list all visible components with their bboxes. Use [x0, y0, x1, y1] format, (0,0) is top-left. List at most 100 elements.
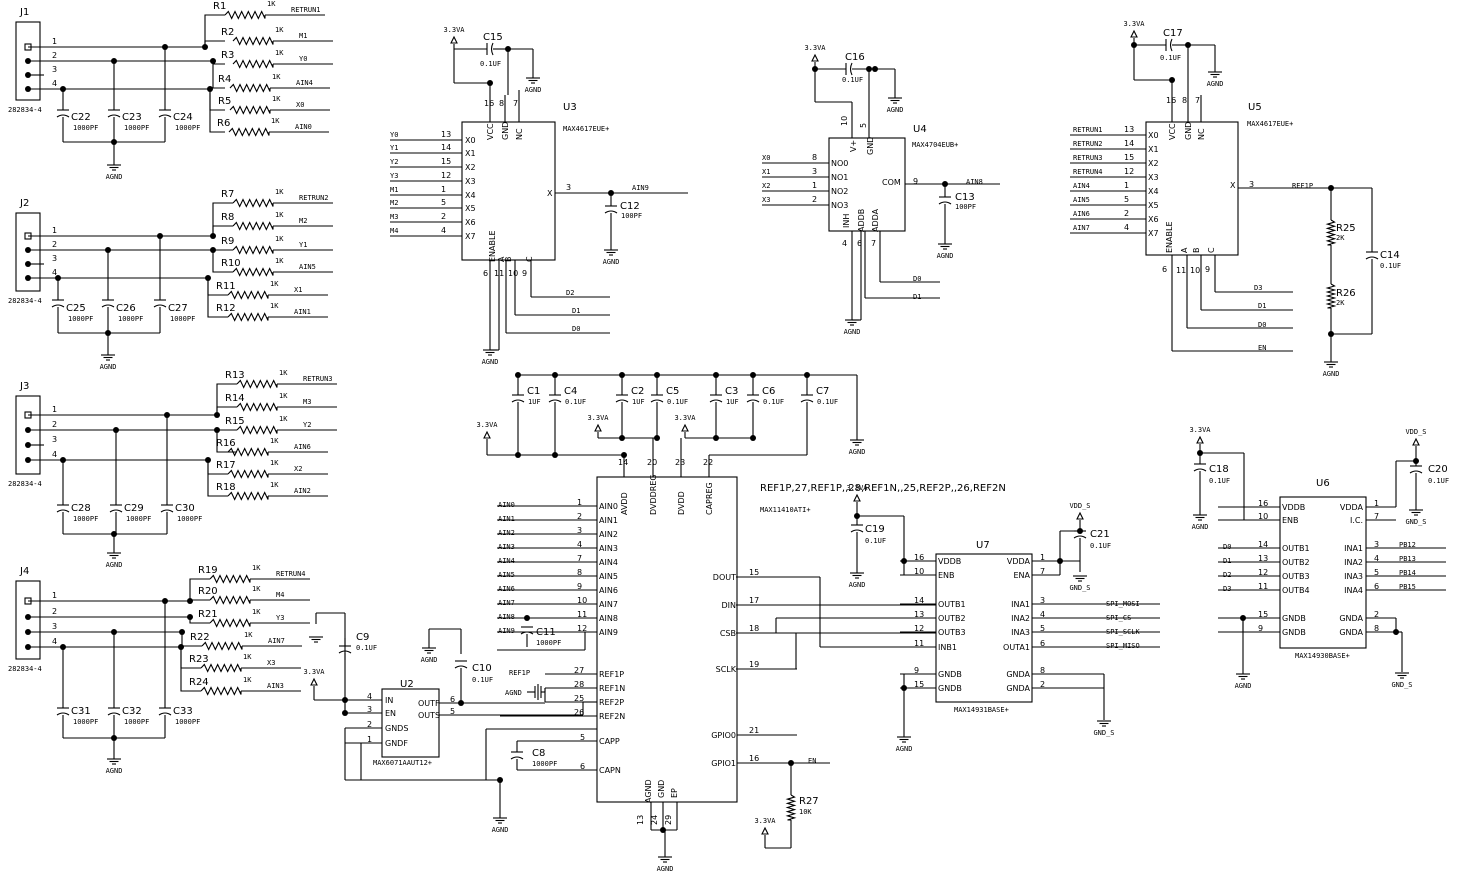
resistor-r12 — [227, 312, 269, 322]
resistor-value: 1K — [244, 631, 253, 639]
net-label: RETRUN3 — [303, 375, 333, 383]
pin-name: CSB — [720, 629, 736, 638]
capacitor-ref: C22 — [71, 112, 91, 123]
connector-pin-number: 1 — [52, 591, 57, 600]
pin-number: 15 — [914, 680, 924, 689]
net-label: Y2 — [390, 158, 398, 166]
pin-name: CAPREG — [705, 482, 714, 515]
pin-name: AIN6 — [599, 586, 618, 595]
junction-dot — [552, 372, 558, 378]
junction-dot — [1169, 77, 1175, 83]
net-label: Y2 — [303, 421, 311, 429]
capacitor-plate — [490, 42, 494, 56]
pin-number: 8 — [577, 568, 582, 577]
pin-name: GNDA — [1006, 670, 1030, 679]
pin-name: REF1N — [599, 684, 625, 693]
power-arrow — [1196, 435, 1204, 444]
pin-number: 2 — [441, 212, 446, 221]
pin-name: OUTB1 — [938, 600, 966, 609]
ground-label: AGND — [887, 106, 904, 114]
resistor-r1 — [224, 10, 266, 20]
ic-ref: U4 — [913, 124, 927, 135]
pin-number: 12 — [441, 171, 451, 180]
pin-name: X1 — [1148, 145, 1159, 154]
capacitor-ref: C15 — [483, 32, 503, 43]
capacitor-plate — [107, 712, 121, 716]
capacitor-ref: C12 — [620, 201, 640, 212]
wire — [216, 383, 237, 415]
resistor-r19 — [209, 574, 251, 584]
capacitor-ref: C19 — [865, 524, 885, 535]
pin-number: 27 — [574, 666, 584, 675]
pin-name: ENB — [938, 571, 955, 580]
resistor-symbol — [1325, 283, 1337, 309]
pin-name: VDDA — [1340, 503, 1364, 512]
pin-number: 23 — [675, 458, 685, 467]
pin-name: X — [1230, 181, 1236, 190]
adc-u1-body — [596, 476, 738, 803]
net-label: PB14 — [1399, 569, 1416, 577]
resistor-r14 — [236, 402, 278, 412]
capacitor-plate — [650, 399, 664, 403]
pin-name: AIN7 — [599, 600, 618, 609]
pin-number: 7 — [513, 99, 518, 108]
junction-dot — [487, 80, 493, 86]
connector-part: 282834-4 — [8, 480, 42, 488]
pin-number: 15 — [749, 568, 759, 577]
net-label: AIN7 — [268, 637, 285, 645]
net-label: RETRUN4 — [276, 570, 306, 578]
net-label: AIN5 — [1073, 196, 1090, 204]
junction-dot — [713, 435, 719, 441]
net-label: X1 — [762, 168, 770, 176]
pin-number: 18 — [749, 624, 759, 633]
pin-name: ENABLE — [488, 230, 497, 262]
pin-number: 3 — [577, 526, 582, 535]
capacitor-plate — [511, 399, 525, 403]
wire — [209, 89, 225, 133]
capacitor-ref: C9 — [356, 632, 369, 643]
resistor-value: 1K — [270, 459, 279, 467]
ground-label: AGND — [603, 258, 620, 266]
wire — [180, 647, 201, 692]
power-arrow — [450, 35, 458, 44]
pin-name: VCC — [486, 123, 495, 140]
ic-ref: U3 — [563, 102, 577, 113]
pin-name: GNDF — [385, 739, 408, 748]
pin-name: X3 — [465, 177, 476, 186]
pin-name: A — [1180, 247, 1189, 253]
resistor-value: 1K — [270, 302, 279, 310]
capacitor-value: 1000PF — [175, 718, 200, 726]
net-label: AIN9 — [632, 184, 649, 192]
capacitor-plate — [153, 304, 167, 308]
capacitor-plate — [1073, 535, 1087, 539]
net-label: AIN7 — [498, 599, 515, 607]
pin-number: 2 — [1040, 680, 1045, 689]
pin-name: C — [525, 256, 534, 262]
connector-pin-number: 2 — [52, 420, 57, 429]
pin-number: 6 — [1162, 265, 1167, 274]
pin-name: AIN4 — [599, 558, 618, 567]
pin-number: 10 — [577, 596, 587, 605]
pin-name: DVDD — [677, 491, 686, 515]
wire — [212, 202, 233, 236]
capacitor-value: 1000PF — [73, 124, 98, 132]
capacitor-ref: C23 — [122, 112, 142, 123]
pin-number: 16 — [1258, 499, 1268, 508]
power-label: 3.3VA — [1189, 426, 1211, 434]
pin-name: REF1P — [599, 670, 624, 679]
pin-number: 25 — [574, 694, 584, 703]
ground-label: AGND — [100, 363, 117, 371]
capacitor-value: 1UF — [726, 398, 739, 406]
net-label: EN — [1258, 344, 1266, 352]
pin-number: 10 — [508, 269, 518, 278]
pin-name: X2 — [465, 163, 476, 172]
wire — [212, 250, 233, 273]
pin-name: ENABLE — [1165, 221, 1174, 253]
net-label: D0 — [1258, 321, 1266, 329]
resistor-r9 — [232, 245, 274, 255]
resistor-ref: R25 — [1336, 223, 1356, 234]
resistor-value: 1K — [252, 585, 261, 593]
net-label: AIN2 — [498, 529, 515, 537]
net-label: RETRUN3 — [1073, 154, 1103, 162]
pin-number: 1 — [812, 181, 817, 190]
